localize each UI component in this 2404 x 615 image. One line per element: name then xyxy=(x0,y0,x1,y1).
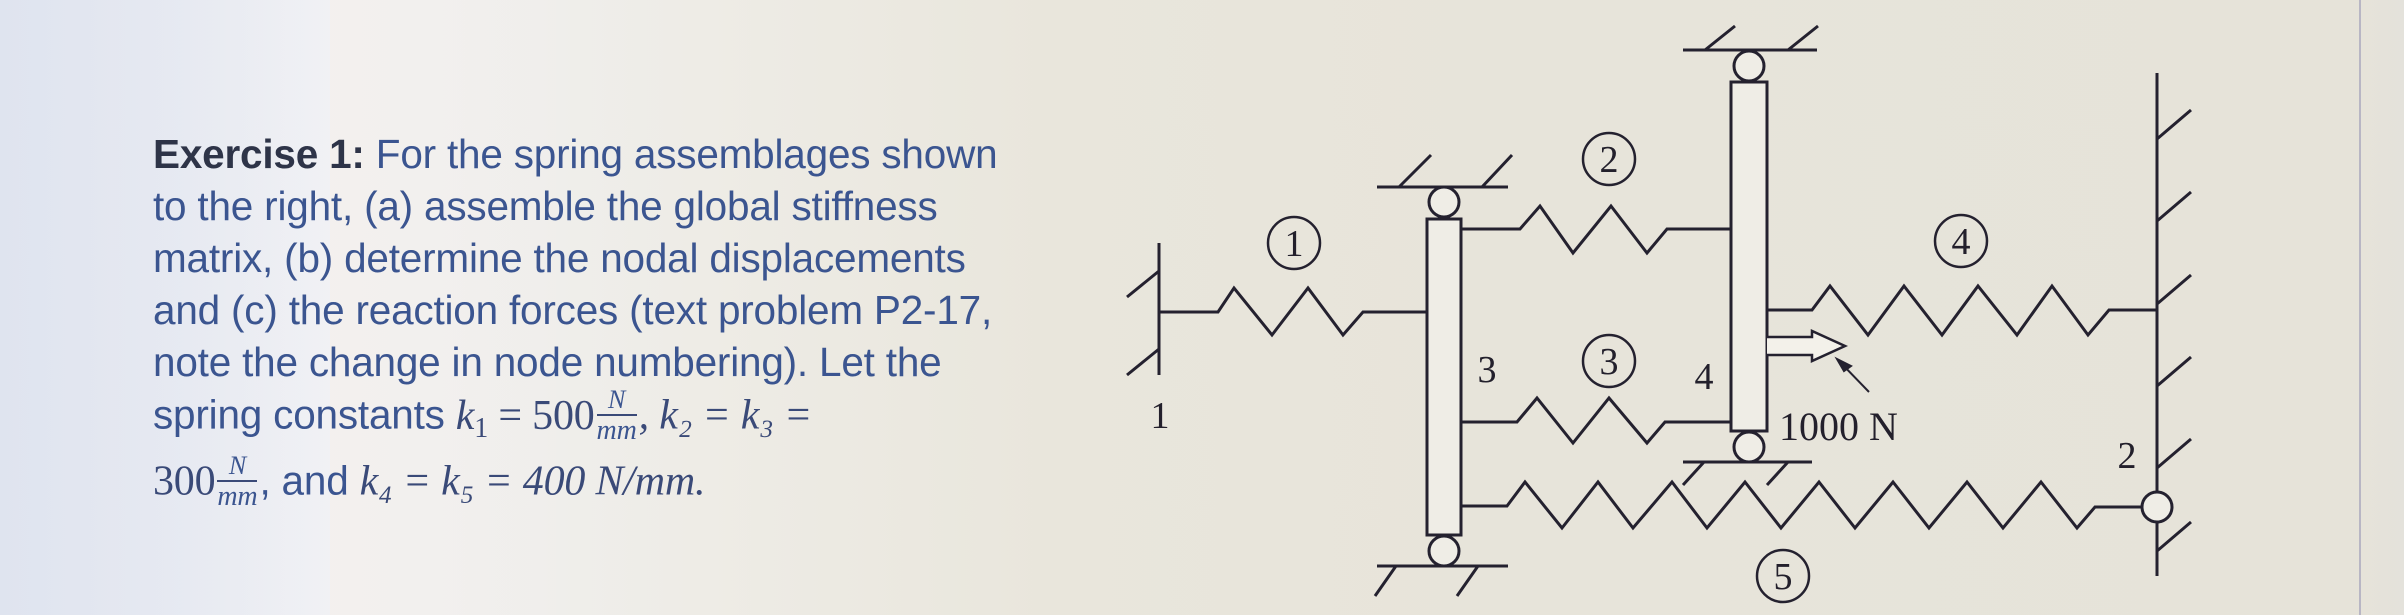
element-3-label: 3 xyxy=(1600,341,1619,383)
spring-4 xyxy=(1767,283,2157,338)
roller-bottom-node-3 xyxy=(1427,534,1461,568)
spring-5 xyxy=(1461,479,2141,531)
problem-text-2: to the right, (a) assemble the global st… xyxy=(153,183,938,229)
element-4-label: 4 xyxy=(1952,221,1971,263)
node-3-label: 3 xyxy=(1478,349,1497,391)
problem-line-3: matrix, (b) determine the nodal displace… xyxy=(153,232,1113,284)
problem-line-1: Exercise 1: For the spring assemblages s… xyxy=(153,128,1113,180)
roller-top-node-4 xyxy=(1732,49,1766,83)
element-3-circle xyxy=(1581,333,1637,389)
spring-2 xyxy=(1461,203,1730,256)
force-arrow-icon xyxy=(1767,329,1849,363)
ground-top-node-4 xyxy=(1683,24,1819,52)
ground-top-node-3 xyxy=(1377,153,1514,189)
problem-statement: Exercise 1: For the spring assemblages s… xyxy=(153,128,1113,520)
roller-bottom-node-4 xyxy=(1732,430,1766,464)
node-2-label: 2 xyxy=(2118,435,2137,477)
element-1-label: 1 xyxy=(1285,223,1304,265)
problem-line-2: to the right, (a) assemble the global st… xyxy=(153,180,1113,232)
problem-text-1: For the spring assemblages shown xyxy=(375,131,998,177)
k1-equation: k1 = 500 xyxy=(455,392,595,444)
problem-line-4: and (c) the reaction forces (text proble… xyxy=(153,284,1113,336)
k23-value: 300 xyxy=(153,458,216,505)
node-1-fixed-wall xyxy=(1126,243,1161,377)
node-1-label: 1 xyxy=(1151,395,1170,437)
node-2-pin xyxy=(2140,490,2174,524)
roller-top-node-3 xyxy=(1427,185,1461,219)
problem-text-6: spring constants xyxy=(153,391,445,438)
problem-text-4: and (c) the reaction forces (text proble… xyxy=(153,287,993,333)
page-edge-divider xyxy=(2359,0,2361,615)
element-2-circle xyxy=(1581,131,1637,187)
node-4-label: 4 xyxy=(1695,356,1714,398)
spring-3 xyxy=(1461,395,1730,446)
ground-bottom-node-4 xyxy=(1681,460,1812,487)
exercise-title: Exercise 1: xyxy=(153,131,365,177)
and-text: , and xyxy=(259,457,349,504)
element-5-circle xyxy=(1755,548,1811,604)
rigid-bar-node-3 xyxy=(1425,217,1463,537)
element-1-circle xyxy=(1266,215,1322,271)
force-label: 1000 N xyxy=(1779,404,1898,449)
k2-k3-equation: , k₂ = k₃ = xyxy=(638,392,813,439)
element-5-label: 5 xyxy=(1774,556,1793,598)
element-2-label: 2 xyxy=(1600,139,1619,181)
problem-text-3: matrix, (b) determine the nodal displace… xyxy=(153,235,966,281)
element-4-circle xyxy=(1933,213,1989,269)
rigid-bar-node-4 xyxy=(1729,80,1769,433)
ground-bottom-node-3 xyxy=(1373,564,1508,597)
force-leader-arrow-icon xyxy=(1834,356,1870,393)
problem-text-5: note the change in node numbering). Let … xyxy=(153,339,942,385)
spring-1 xyxy=(1159,285,1426,338)
k4-k5-equation: k₄ = k₅ = 400 N/mm. xyxy=(359,458,706,505)
problem-line-5: note the change in node numbering). Let … xyxy=(153,336,1113,388)
